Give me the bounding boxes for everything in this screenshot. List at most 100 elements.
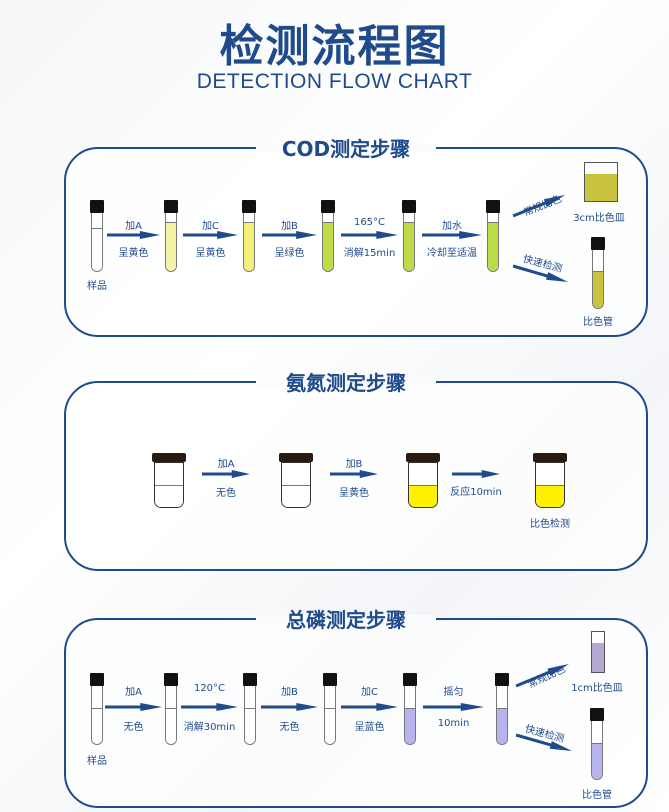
tube-cap	[495, 673, 509, 686]
cod-step-3-bottom: 消解15min	[343, 248, 396, 259]
phosphorus-step-4-bottom: 10min	[437, 718, 470, 729]
vial-cap	[152, 453, 186, 462]
phosphorus-step-1-top: 120°C	[193, 683, 226, 694]
tube-cap	[243, 673, 257, 686]
page-title: 检测流程图	[219, 21, 450, 72]
arrow-shape	[423, 703, 484, 711]
vial-body	[281, 462, 311, 508]
tube-body	[322, 213, 334, 272]
cod-step-2-top: 加B	[281, 221, 298, 232]
phosphorus-panel	[64, 618, 648, 808]
liquid-level-line	[244, 222, 254, 224]
cod-step-4-bottom: 冷却至适温	[427, 248, 477, 259]
phosphorus-arrow-branch-up	[514, 660, 570, 689]
phosphorus-step-1-bottom: 消解30min	[183, 722, 236, 733]
tube-body	[91, 686, 103, 745]
tube-liquid	[404, 223, 414, 271]
tube-cap	[321, 200, 335, 213]
arrow-shape	[330, 470, 378, 478]
tube-cap	[164, 200, 178, 213]
tube-liquid	[244, 223, 254, 271]
liquid-level-line	[155, 484, 183, 486]
cod-step-2-bottom: 呈绿色	[274, 248, 305, 259]
cod-step-1-bottom: 呈黄色	[195, 248, 226, 259]
arrow-shape	[341, 703, 398, 711]
liquid-level-line	[536, 484, 564, 486]
liquid-level-line	[92, 708, 102, 710]
phosphorus-step-2-top: 加B	[281, 687, 298, 698]
tube-liquid	[166, 709, 176, 744]
cod-step-0-bottom: 呈黄色	[118, 248, 149, 259]
phosphorus-step-0-bottom: 无色	[123, 722, 144, 733]
ammonia-vial-3	[533, 453, 567, 508]
vial-body	[408, 462, 438, 508]
cod-cuvette-label: 3cm比色皿	[573, 213, 625, 224]
ammonia-arrow-1	[330, 470, 378, 478]
phosphorus-cuvette-1cm	[591, 631, 605, 673]
phosphorus-tube-2	[243, 673, 257, 745]
liquid-level-line	[92, 228, 102, 230]
tube-liquid	[592, 744, 602, 779]
tube-liquid	[323, 223, 333, 271]
ammonia-step-2-bottom: 反应10min	[450, 487, 502, 498]
tube-body	[324, 686, 336, 745]
cod-tube-3	[321, 200, 335, 272]
tube-cap	[90, 673, 104, 686]
phosphorus-tube-3	[323, 673, 337, 745]
tube-cap	[591, 237, 605, 250]
vial-body	[535, 462, 565, 508]
tube-liquid	[245, 709, 255, 744]
phosphorus-arrow-branch-down	[515, 731, 573, 755]
tube-body	[591, 721, 603, 780]
phosphorus-arrow-3	[341, 703, 398, 711]
vial-liquid	[282, 485, 310, 507]
arrow-shape	[452, 470, 500, 478]
cod-arrow-3	[341, 231, 398, 239]
tube-body	[243, 213, 255, 272]
cod-arrow-branch-up	[512, 191, 567, 219]
vial-cap	[533, 453, 567, 462]
phosphorus-sample-label: 样品	[87, 756, 107, 767]
cod-arrow-4	[422, 231, 482, 239]
tube-cap	[242, 200, 256, 213]
tube-liquid	[593, 272, 603, 308]
tube-body	[487, 213, 499, 272]
arrow-shape	[105, 703, 162, 711]
tube-cap	[402, 200, 416, 213]
phosphorus-arrow-2	[261, 703, 318, 711]
cod-tube-1	[164, 200, 178, 272]
cod-tube-5	[486, 200, 500, 272]
tube-cap	[403, 673, 417, 686]
phosphorus-step-3-top: 加C	[361, 687, 378, 698]
tube-body	[403, 213, 415, 272]
tube-body	[496, 686, 508, 745]
tube-liquid	[166, 223, 176, 271]
ammonia-vial-1	[279, 453, 313, 508]
phosphorus-arrow-0	[105, 703, 162, 711]
ammonia-step-1-bottom: 呈黄色	[339, 488, 369, 499]
phosphorus-arrow-1	[181, 703, 238, 711]
tube-body	[592, 250, 604, 309]
tube-body	[91, 213, 103, 272]
ammonia-step-0-bottom: 无色	[216, 488, 236, 499]
ammonia-step-1-top: 加B	[345, 459, 363, 470]
arrow-shape	[107, 231, 160, 239]
cod-cuvette-3cm	[584, 162, 618, 202]
tube-cap	[486, 200, 500, 213]
liquid-level-line	[282, 484, 310, 486]
liquid-level-line	[593, 271, 603, 273]
tube-body	[244, 686, 256, 745]
cod-sample-label: 样品	[87, 281, 107, 292]
phosphorus-colorimetric-tube	[590, 708, 604, 780]
phosphorus-step-4-top: 摇匀	[443, 687, 464, 698]
cuvette-liquid	[592, 643, 604, 672]
arrow-shape	[202, 470, 250, 478]
cod-arrow-2	[262, 231, 317, 239]
ammonia-arrow-2	[452, 470, 500, 478]
vial-cap	[406, 453, 440, 462]
phosphorus-step-3-bottom: 呈蓝色	[354, 722, 385, 733]
tube-cap	[90, 200, 104, 213]
arrow-shape	[262, 231, 317, 239]
ammonia-step-0-top: 加A	[217, 459, 235, 470]
cod-colorimetric-tube	[591, 237, 605, 309]
